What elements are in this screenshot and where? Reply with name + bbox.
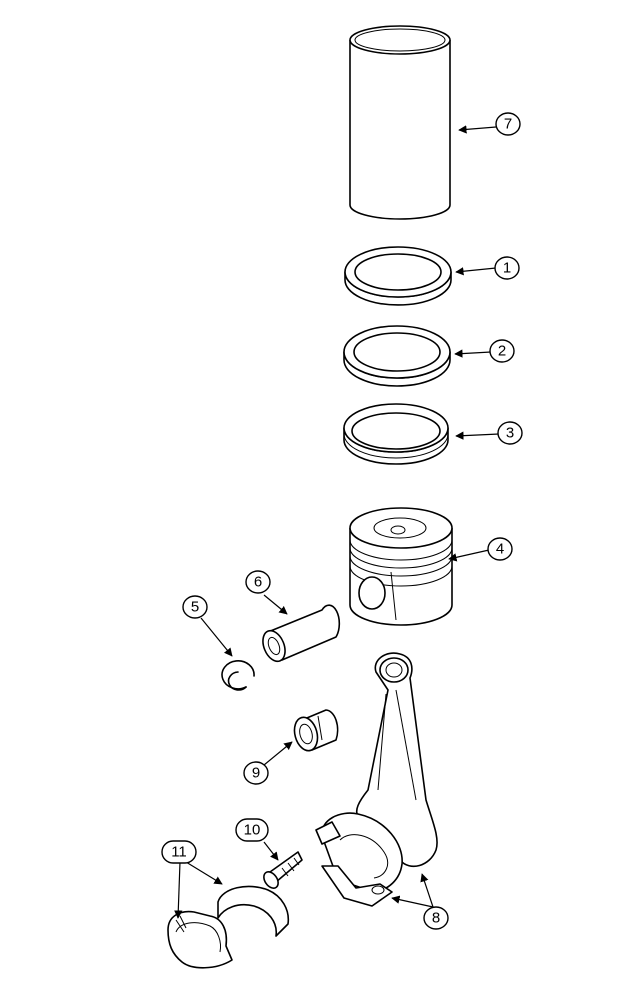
callout-9-label: 9 bbox=[252, 765, 260, 782]
piston-pin bbox=[262, 604, 341, 663]
callout-8: 8 bbox=[423, 906, 449, 930]
callout-5: 5 bbox=[182, 595, 208, 619]
callout-4-label: 4 bbox=[496, 541, 504, 558]
callout-8-label: 8 bbox=[432, 910, 440, 927]
callout-6-label: 6 bbox=[254, 574, 262, 591]
callout-3-label: 3 bbox=[506, 425, 514, 442]
pin-bushing bbox=[293, 709, 339, 752]
callout-3: 3 bbox=[497, 421, 523, 445]
cylinder-liner bbox=[349, 25, 451, 220]
oil-control-ring bbox=[343, 403, 449, 465]
callout-4: 4 bbox=[487, 537, 513, 561]
callout-5-label: 5 bbox=[191, 599, 199, 616]
callout-11-label: 11 bbox=[171, 844, 187, 861]
piston-ring-top bbox=[344, 246, 452, 306]
leader-lines bbox=[174, 125, 500, 919]
piston bbox=[349, 507, 453, 626]
callout-2: 2 bbox=[489, 339, 515, 363]
callout-10: 10 bbox=[235, 818, 269, 842]
callout-10-label: 10 bbox=[244, 822, 261, 839]
callout-2-label: 2 bbox=[498, 343, 506, 360]
rod-bolt bbox=[263, 851, 303, 889]
callout-6: 6 bbox=[245, 570, 271, 594]
callout-9: 9 bbox=[243, 761, 269, 785]
callout-11: 11 bbox=[161, 840, 197, 864]
callout-7: 7 bbox=[495, 112, 521, 136]
connecting-rod bbox=[315, 652, 438, 907]
snap-ring bbox=[221, 660, 255, 691]
piston-ring-second bbox=[343, 325, 451, 387]
callout-7-label: 7 bbox=[504, 116, 512, 133]
callout-1: 1 bbox=[494, 256, 520, 280]
callout-1-label: 1 bbox=[503, 260, 511, 277]
bearing-shells bbox=[167, 885, 290, 969]
